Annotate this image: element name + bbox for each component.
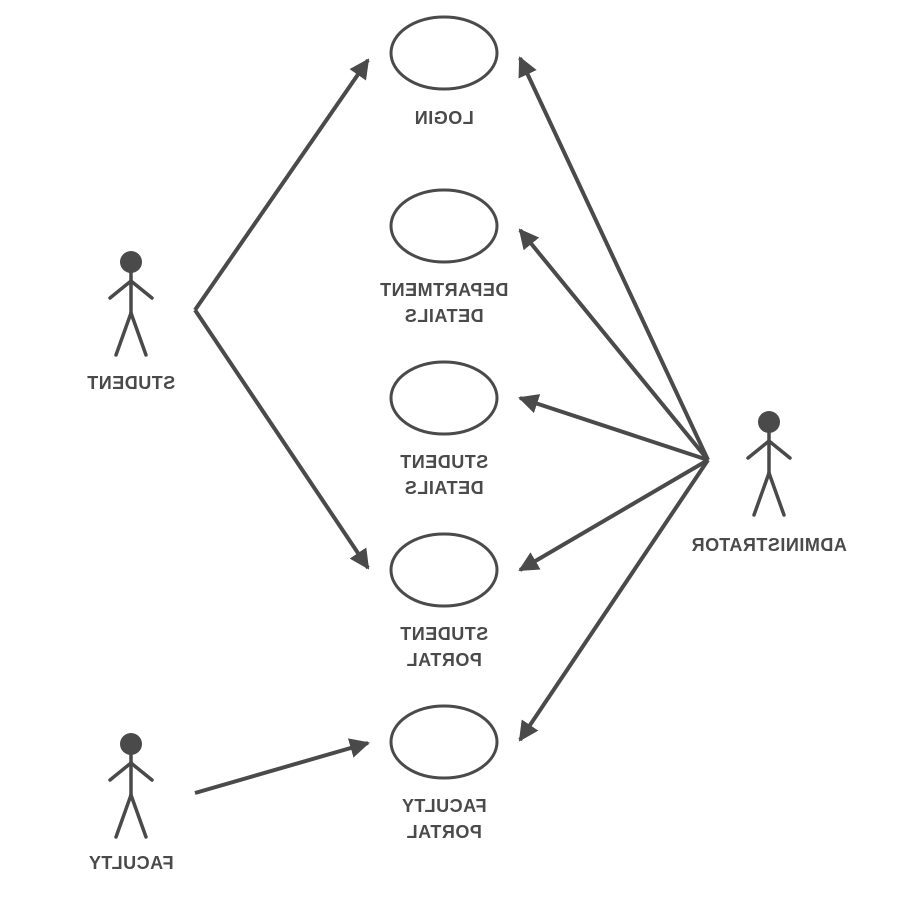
arrow-administrator-student-portal [518, 458, 710, 572]
actor-label: ADMINISTRATOR [691, 535, 847, 555]
arrow-administrator-faculty-portal [518, 458, 710, 742]
arrow-student-login [193, 58, 370, 312]
actor-administrator: ADMINISTRATOR [691, 411, 847, 555]
use-case-ellipse [389, 188, 499, 264]
associations [193, 56, 710, 795]
arrow-administrator-student-details [518, 394, 709, 462]
use-case-student-portal: STUDENT PORTAL [389, 532, 499, 670]
arrow-faculty-faculty-portal [194, 738, 370, 795]
use-case-label-line: PORTAL [406, 650, 482, 670]
actor-label: STUDENT [87, 373, 176, 393]
use-case-label-line: DETAILS [404, 306, 483, 326]
use-case-login: LOGIN [389, 15, 499, 128]
use-case-student-details: STUDENT DETAILS [389, 360, 499, 498]
use-case-faculty-portal: FACULTY PORTAL [389, 704, 499, 842]
actor-faculty: FACULTY [88, 733, 174, 873]
use-case-label-line: DEPARTMENT [380, 280, 509, 300]
actor-label: FACULTY [88, 853, 173, 873]
use-case-ellipse [389, 360, 499, 436]
use-case-label-line: STUDENT [400, 452, 489, 472]
stick-figure-icon [108, 251, 154, 357]
arrow-student-student-portal [193, 308, 370, 570]
use-case-ellipse [389, 532, 499, 608]
arrow-administrator-department-details [518, 228, 710, 462]
use-case-label-line: FACULTY [401, 796, 486, 816]
use-case-label-line: PORTAL [406, 822, 482, 842]
arrow-administrator-login [518, 56, 710, 461]
use-case-label-line: DETAILS [404, 478, 483, 498]
stick-figure-icon [746, 411, 792, 517]
use-case-department-details: DEPARTMENT DETAILS [380, 188, 509, 326]
use-case-ellipse [389, 15, 499, 91]
use-case-label-line: STUDENT [400, 624, 489, 644]
stick-figure-icon [108, 733, 154, 839]
actor-student: STUDENT [87, 251, 176, 393]
use-case-ellipse [389, 704, 499, 780]
use-case-label-line: LOGIN [414, 108, 474, 128]
